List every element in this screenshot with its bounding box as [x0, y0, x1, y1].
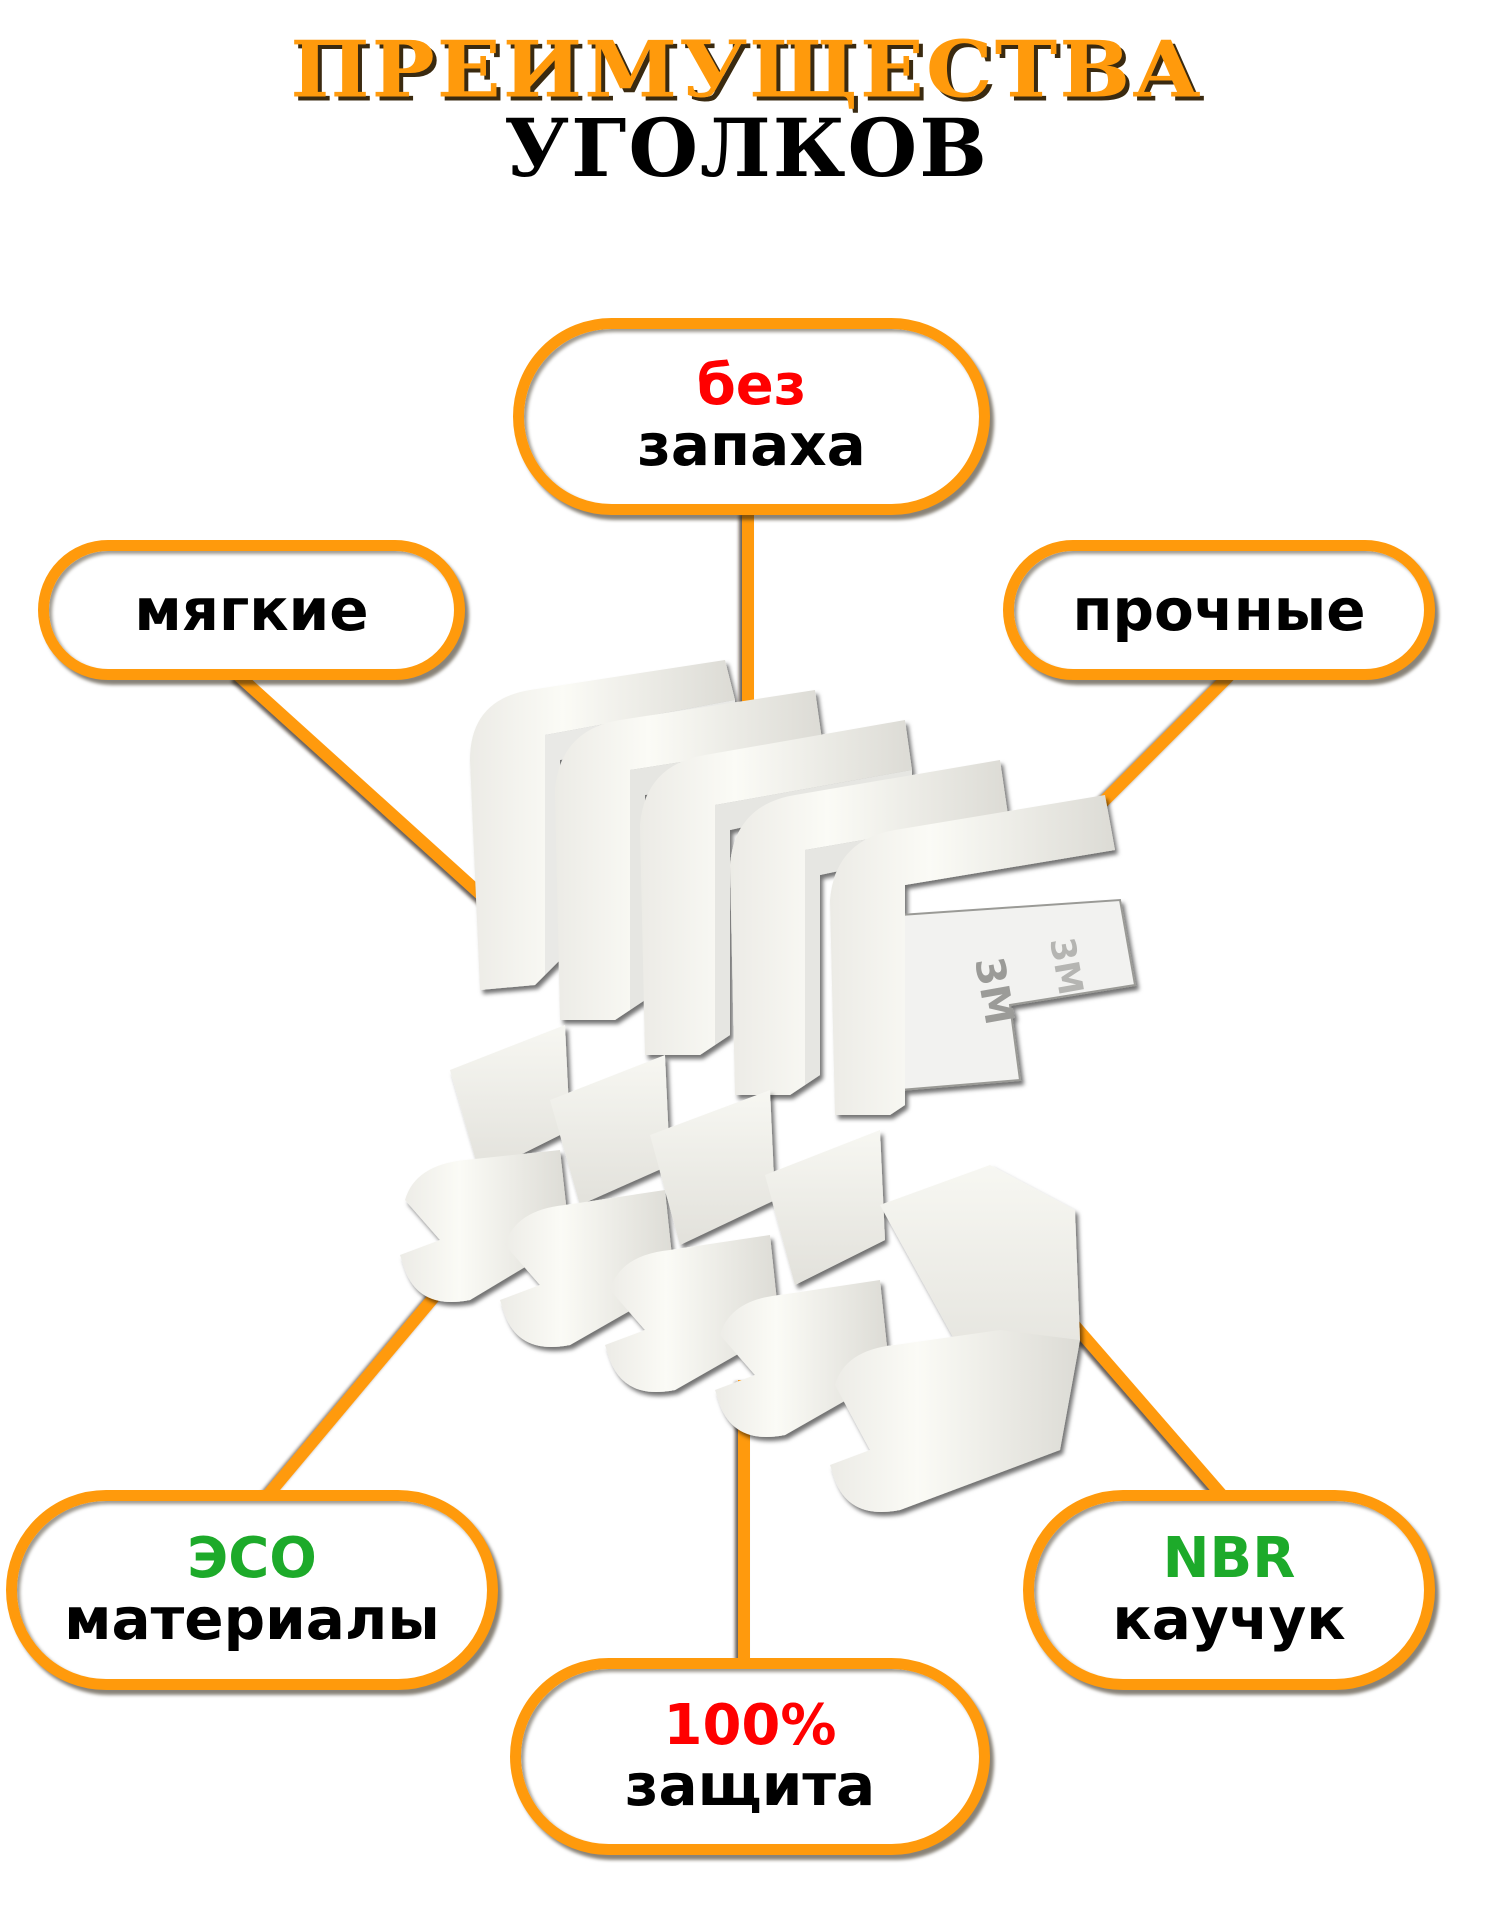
- feature-label-protection: защита: [624, 1751, 876, 1820]
- page-title-line-1: ПРЕИМУЩЕСТВА: [290, 24, 1203, 116]
- feature-label-soft: мягкие: [134, 575, 369, 644]
- tape-3m-label-2: 3M: [1041, 935, 1090, 999]
- feature-accent-eco: ЭCO: [187, 1526, 317, 1592]
- corner-guard-4: [730, 760, 1008, 1095]
- feature-accent-100-percent: 100%: [663, 1692, 837, 1758]
- page-title-line-2: УГОЛКОВ: [504, 101, 989, 195]
- corner-guard-5: 3M 3M: [830, 795, 1137, 1115]
- feature-label-rubber: каучук: [1112, 1584, 1346, 1653]
- feature-accent-nbr: NBR: [1162, 1526, 1296, 1592]
- feature-pill-no-odor: без запаха: [513, 318, 990, 515]
- lower-corner-guards: [400, 1025, 1080, 1512]
- feature-label-no-odor: запаха: [637, 411, 866, 480]
- corner-guard-1: [470, 660, 735, 990]
- connector-bottom-left: [263, 1286, 445, 1499]
- connector-left: [233, 670, 525, 935]
- corner-protector-5: [830, 1165, 1080, 1512]
- feature-accent-no-odor: без: [696, 352, 807, 418]
- feature-pill-nbr-rubber: NBR каучук: [1023, 1490, 1435, 1690]
- feature-pill-eco-materials: ЭCO материалы: [6, 1490, 498, 1690]
- connector-bottom-right: [1065, 1316, 1227, 1499]
- feature-pill-durable: прочные: [1003, 540, 1435, 680]
- corner-guard-3: [640, 720, 912, 1055]
- feature-label-materials: материалы: [64, 1584, 440, 1653]
- feature-label-durable: прочные: [1072, 575, 1366, 644]
- upper-corner-guards: 3M 3M: [470, 660, 1137, 1115]
- connector-right: [1095, 670, 1235, 810]
- feature-pill-soft: мягкие: [38, 540, 465, 680]
- corner-guard-2: [555, 690, 822, 1020]
- feature-pill-full-protection: 100% защита: [510, 1658, 990, 1855]
